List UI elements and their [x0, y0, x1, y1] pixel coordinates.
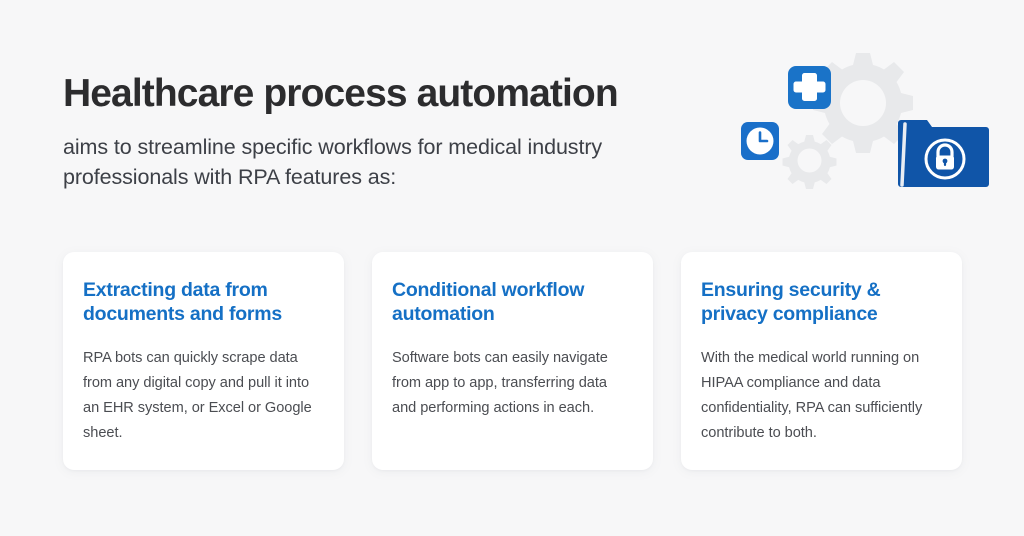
feature-card[interactable]: Ensuring security & privacy compliance W…: [681, 252, 962, 471]
header-block: Healthcare process automation aims to st…: [63, 72, 723, 193]
feature-cards: Extracting data from documents and forms…: [63, 252, 962, 471]
card-body: RPA bots can quickly scrape data from an…: [83, 349, 312, 442]
page-title: Healthcare process automation: [63, 72, 619, 115]
page-subtitle: aims to streamline specific workflows fo…: [63, 134, 603, 190]
feature-card[interactable]: Conditional workflow automation Software…: [372, 252, 653, 471]
medical-cross-icon: [788, 66, 831, 109]
illustration: [735, 42, 990, 192]
clock-icon: [741, 122, 779, 160]
gear-small-icon: [782, 135, 837, 189]
card-title: Ensuring security & privacy compliance: [701, 279, 881, 326]
card-body: Software bots can easily navigate from a…: [392, 349, 608, 416]
card-title: Conditional workflow automation: [392, 279, 585, 326]
card-title: Extracting data from documents and forms: [83, 279, 282, 326]
gear-large-icon: [813, 53, 913, 153]
card-body: With the medical world running on HIPAA …: [701, 349, 923, 442]
feature-card[interactable]: Extracting data from documents and forms…: [63, 252, 344, 471]
folder-lock-icon: [898, 120, 989, 187]
